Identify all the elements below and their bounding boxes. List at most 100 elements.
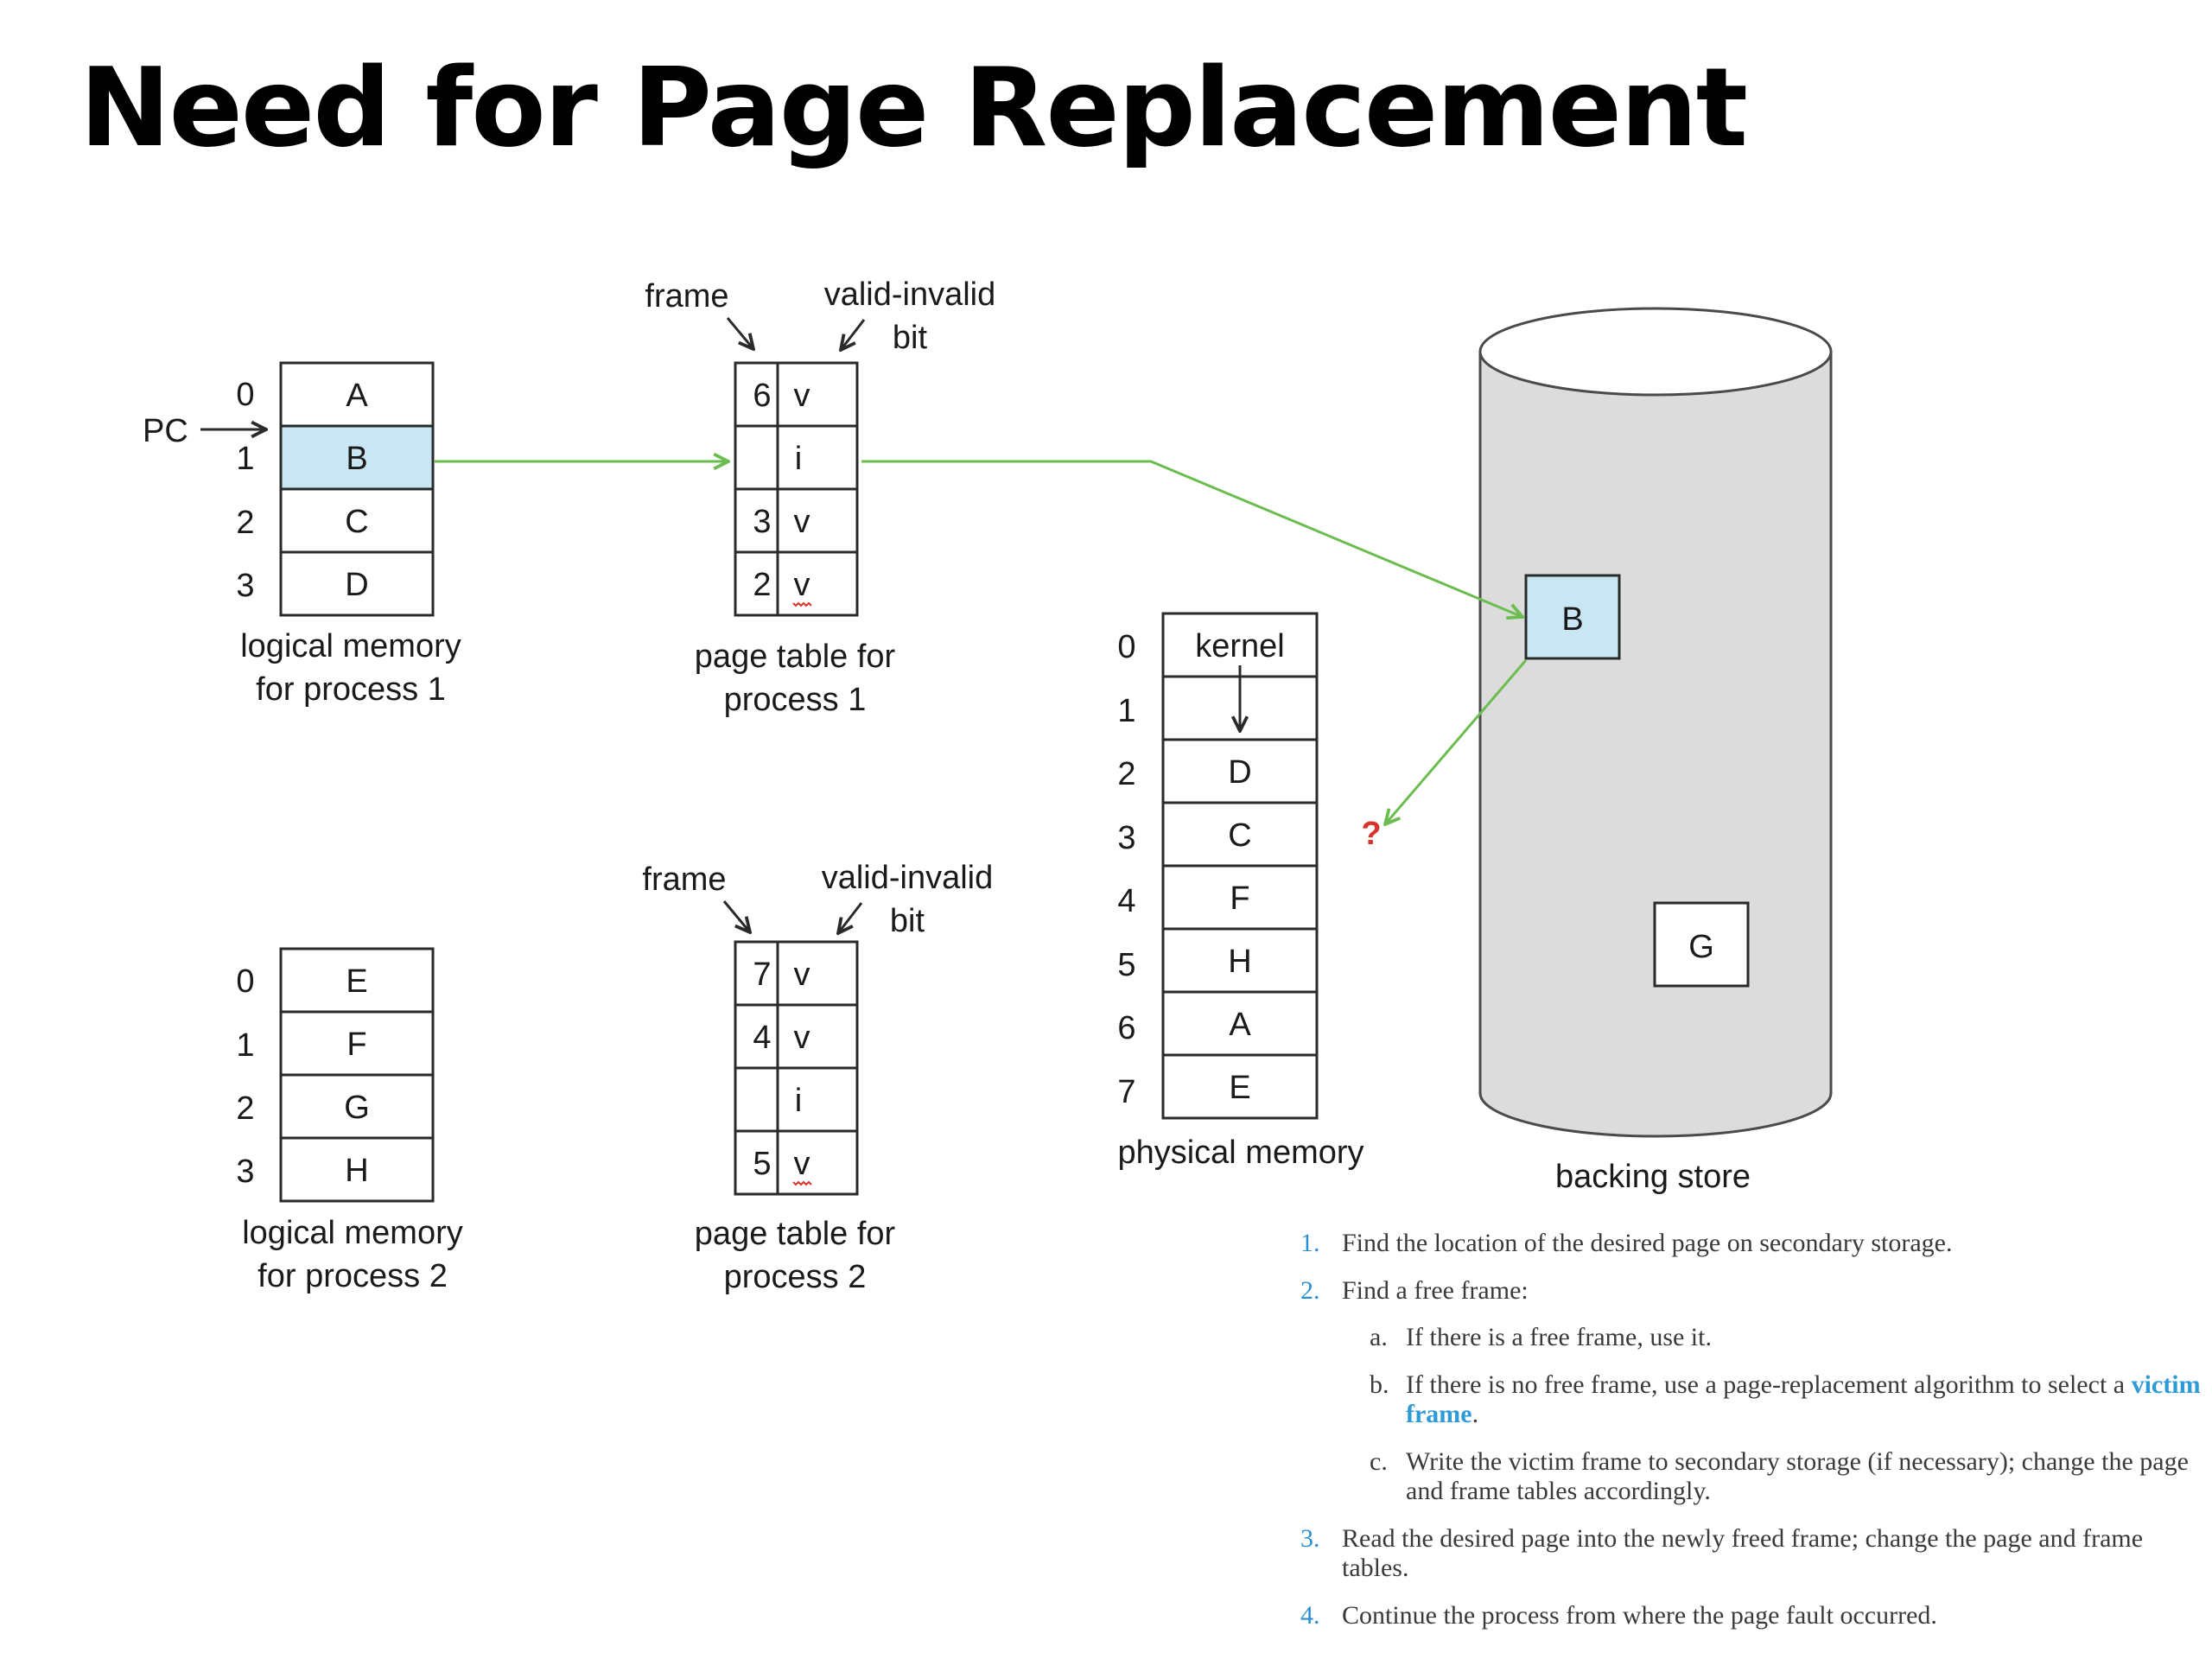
backing-page-g-label: G (1688, 929, 1714, 965)
pt2-frame-0: 7 (753, 957, 771, 993)
cylinder-top (1478, 307, 1833, 397)
pt2-bit-0: v (794, 957, 810, 993)
pm-index-2: 2 (1117, 756, 1135, 792)
pm-frame-6: A (1229, 1007, 1251, 1043)
backing-page-b-label: B (1561, 601, 1583, 638)
step-3-number: 3. (1300, 1523, 1320, 1553)
step-2a-letter: a. (1370, 1323, 1388, 1351)
step-2c-letter: c. (1370, 1446, 1388, 1476)
lm1-index-3: 3 (236, 568, 254, 604)
lm1-cell-0 (279, 361, 435, 428)
step-1-text: Find the location of the desired page on… (1342, 1229, 1953, 1257)
pt1-caption-line-1: page table for (695, 639, 896, 675)
logical-memory-process-2: 0 1 2 3 E F G H logical memory for proce… (236, 947, 463, 1294)
pm-frame-5: H (1228, 944, 1251, 980)
pm-cell-2 (1161, 738, 1319, 804)
pt2-caption-line-2: process 2 (724, 1259, 867, 1295)
arrow-page-table-to-backing-store (861, 460, 1522, 617)
page-table-process-2: frame valid-invalid bit 7 4 5 v v i v pa… (642, 860, 993, 1295)
pt1-valid-label-line-2: bit (893, 320, 928, 356)
lm2-index-1: 1 (236, 1027, 254, 1064)
lm1-caption-line-1: logical memory (240, 628, 461, 664)
pm-cell-4 (1161, 864, 1319, 931)
lm2-index-0: 0 (236, 963, 254, 1000)
pm-frame-0: kernel (1195, 628, 1285, 664)
pt2-frame-3: 5 (753, 1146, 771, 1182)
pt1-frame-3: 2 (753, 567, 771, 603)
step-2a: a. If there is a free frame, use it. (1300, 1323, 2203, 1353)
pt2-valid-arrow (838, 902, 863, 933)
lm1-page-0: A (346, 378, 368, 414)
lm2-index-3: 3 (236, 1154, 254, 1190)
pm-index-3: 3 (1117, 820, 1135, 856)
pm-index-6: 6 (1117, 1010, 1135, 1046)
pt2-row-2 (734, 1066, 859, 1133)
step-3: 3. Read the desired page into the newly … (1300, 1524, 2203, 1584)
lm1-cell-1 (279, 424, 435, 491)
step-2c-text: Write the victim frame to secondary stor… (1406, 1446, 2189, 1506)
pm-index-0: 0 (1117, 629, 1135, 665)
step-1: 1. Find the location of the desired page… (1300, 1229, 2203, 1259)
backing-page-b (1524, 574, 1621, 660)
pm-cell-6 (1161, 990, 1319, 1057)
lm1-page-2: C (345, 504, 368, 540)
pm-index-4: 4 (1117, 883, 1135, 919)
lm2-page-3: H (345, 1153, 368, 1189)
pt2-bit-1: v (794, 1020, 810, 1056)
pt1-bit-2: v (794, 504, 810, 540)
backing-page-g (1653, 901, 1750, 988)
pt1-valid-label-line-1: valid-invalid (824, 276, 996, 313)
page-table-process-1: frame valid-invalid bit 6 3 2 v i v v pa… (645, 276, 995, 718)
pt1-bit-3: v (794, 567, 810, 603)
pm-frame-4: F (1230, 880, 1249, 917)
step-2-number: 2. (1300, 1275, 1320, 1305)
step-3-text: Read the desired page into the newly fre… (1342, 1523, 2144, 1583)
pm-frame-7: E (1229, 1070, 1250, 1106)
replacement-steps: 1. Find the location of the desired page… (1300, 1229, 2203, 1648)
slide-title: Need for Page Replacement (79, 44, 1748, 171)
pt1-bit-0: v (794, 378, 810, 414)
pt2-frame-1: 4 (753, 1020, 771, 1056)
lm1-page-3: D (345, 567, 368, 603)
arrow-backing-store-to-frame (1385, 659, 1528, 824)
pt2-squiggle (792, 1180, 812, 1186)
step-4-text: Continue the process from where the page… (1342, 1600, 1937, 1630)
logical-memory-process-1: PC 0 1 2 3 A B C D logical memory for pr… (143, 361, 461, 708)
step-1-number: 1. (1300, 1229, 1320, 1257)
pm-cell-5 (1161, 927, 1319, 994)
pt1-frame-2: 3 (753, 504, 771, 540)
step-2c: c. Write the victim frame to secondary s… (1300, 1447, 2203, 1507)
pt1-frame-arrow (726, 317, 753, 349)
step-2: 2. Find a free frame: (1300, 1276, 2203, 1306)
pt2-valid-label-line-1: valid-invalid (822, 860, 994, 896)
pm-caption: physical memory (1117, 1135, 1363, 1171)
physical-memory: 0 1 2 3 4 5 6 7 kernel D C F H A E physi… (1117, 612, 1364, 1171)
step-2b-end: . (1471, 1400, 1479, 1428)
pt2-bit-3: v (794, 1146, 810, 1182)
pt2-frame-arrow (722, 900, 750, 932)
pt1-frame-label: frame (645, 278, 728, 315)
pt1-squiggle (792, 601, 812, 607)
pt2-frame-label: frame (642, 861, 726, 898)
pt2-valid-label-line-2: bit (890, 903, 925, 939)
pt1-bit-1: i (795, 441, 802, 477)
backing-store: B G backing store (1478, 307, 1833, 1195)
step-2b: b. If there is no free frame, use a page… (1300, 1370, 2203, 1430)
lm2-page-0: E (346, 963, 367, 1000)
pt1-row-2 (734, 487, 859, 554)
lm2-cell-3 (279, 1136, 435, 1203)
pm-frame-2: D (1228, 754, 1251, 791)
pm-cell-7 (1161, 1053, 1319, 1120)
lm1-index-0: 0 (236, 377, 254, 413)
cylinder-body (1478, 352, 1833, 1138)
step-4: 4. Continue the process from where the p… (1300, 1601, 2203, 1631)
pm-frame-3: C (1228, 817, 1251, 854)
step-2b-letter: b. (1370, 1370, 1389, 1399)
pt1-caption-line-2: process 1 (724, 682, 867, 718)
lm2-caption-line-2: for process 2 (257, 1258, 448, 1294)
step-4-number: 4. (1300, 1600, 1320, 1630)
lm1-cell-3 (279, 550, 435, 617)
pm-index-5: 5 (1117, 947, 1135, 983)
pt2-bit-2: i (795, 1083, 802, 1119)
